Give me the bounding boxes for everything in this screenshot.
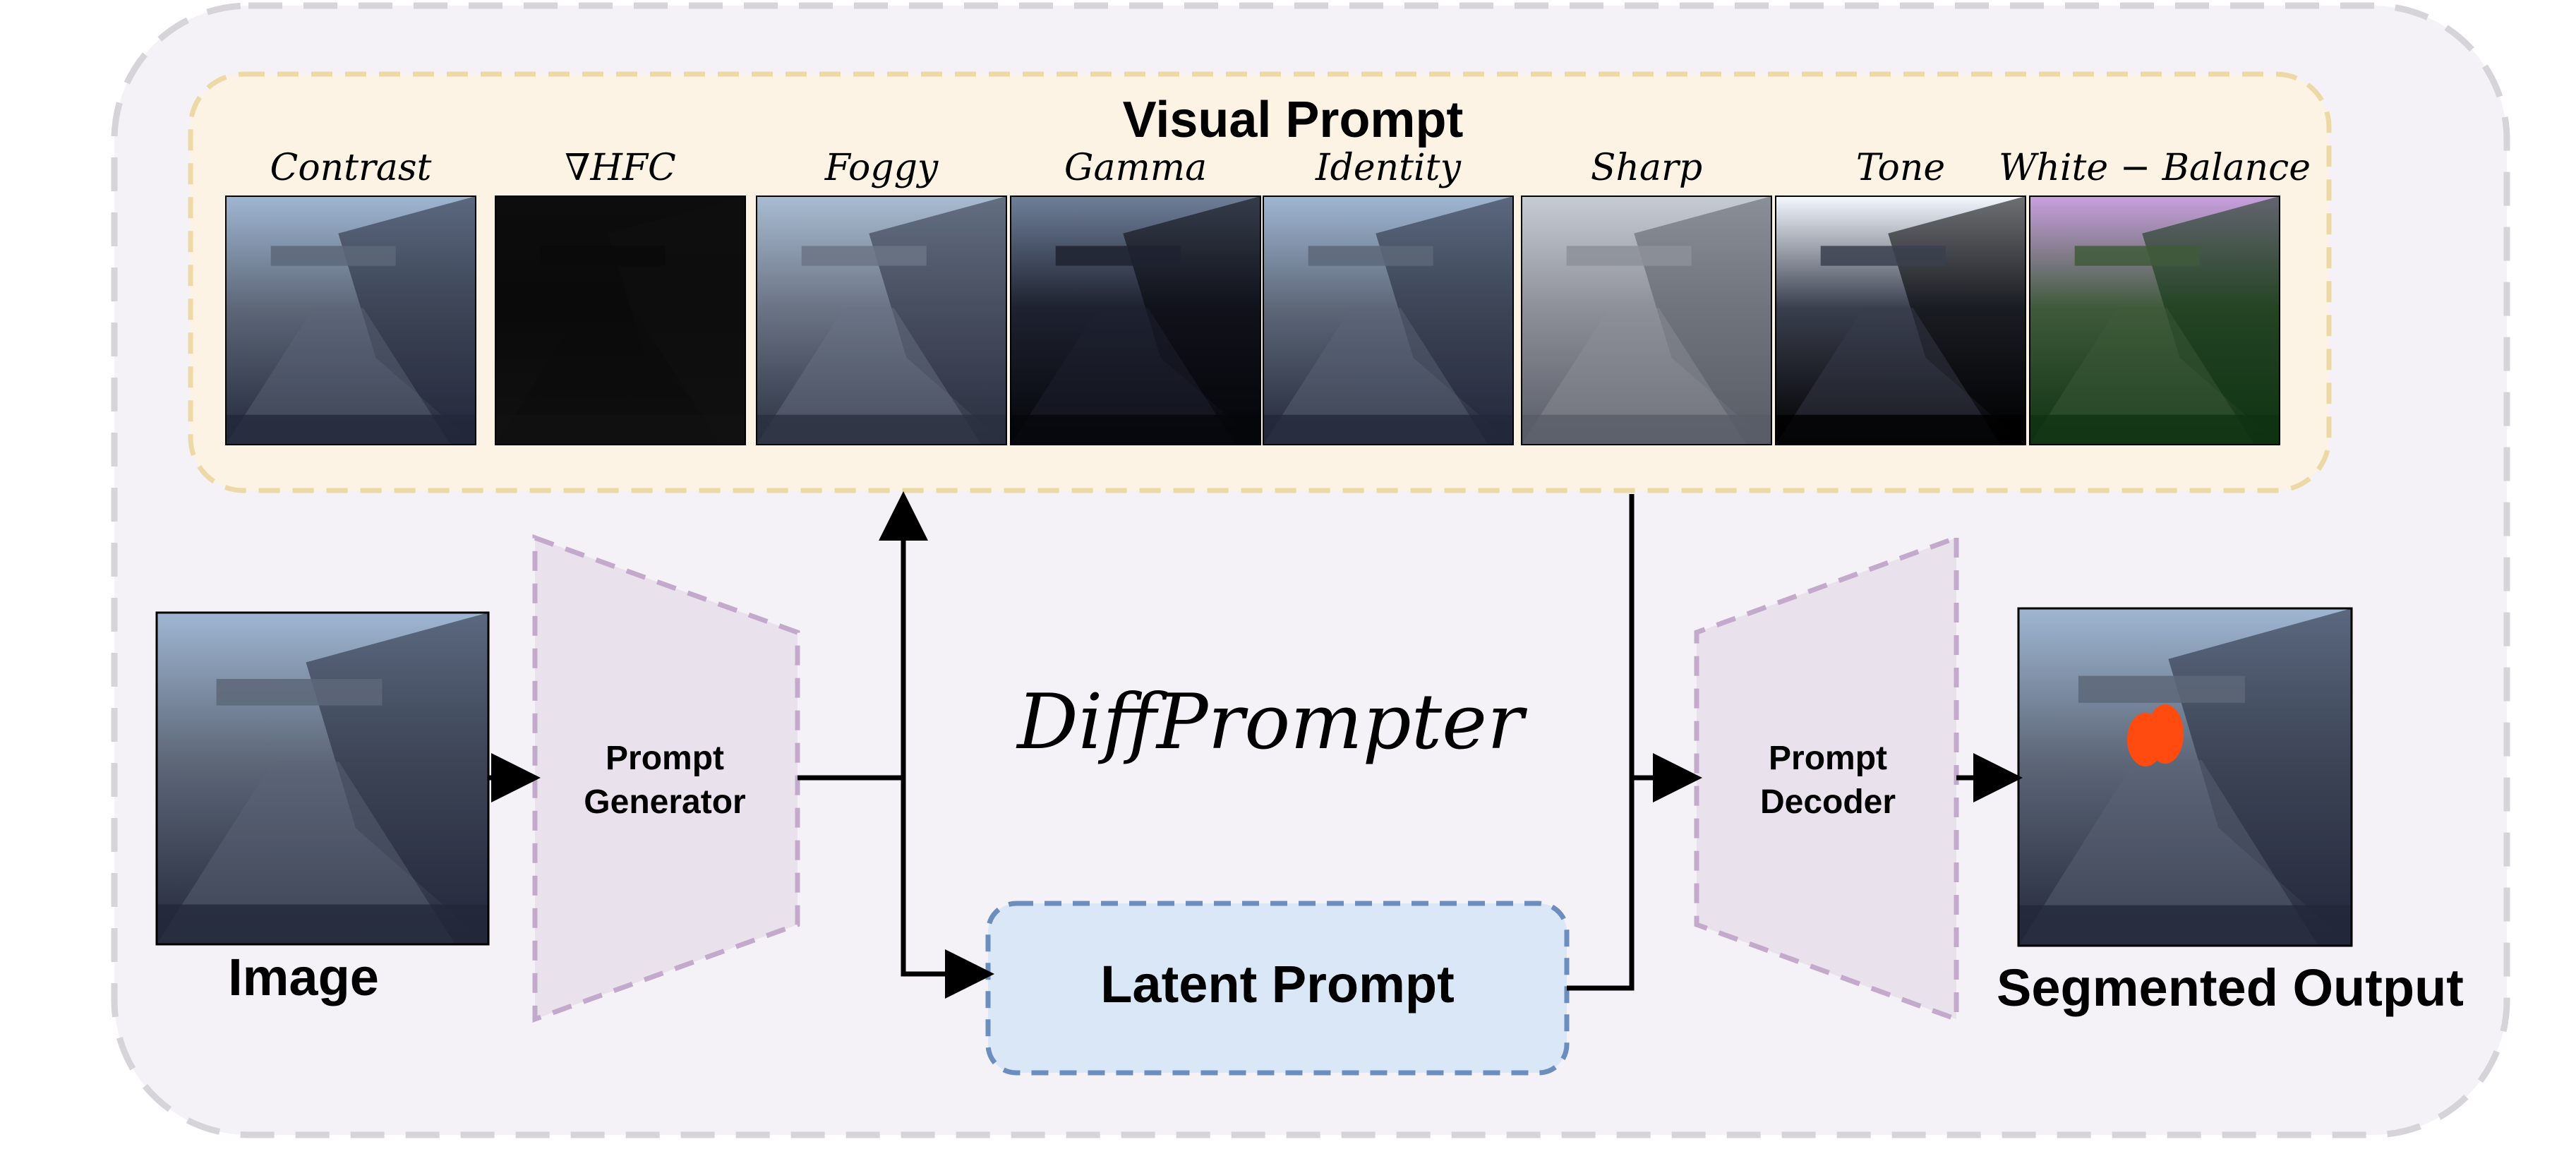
visual-prompt-label-3: Foggy <box>824 147 939 189</box>
visual-prompt-thumbnail-5-bridge <box>1308 246 1433 266</box>
visual-prompt-thumbnail-2-bridge <box>540 246 666 266</box>
visual-prompt-label-7: Tone <box>1856 147 1945 189</box>
visual-prompt-label-6: Sharp <box>1591 147 1702 189</box>
visual-prompt-label-4: Gamma <box>1064 147 1207 189</box>
visual-prompt-thumbnail-border-3 <box>756 195 1007 445</box>
segmented-output-scene <box>2018 608 2352 946</box>
visual-prompt-thumbnail-2-dashboard <box>495 414 745 445</box>
segmented-output-image <box>2017 607 2353 947</box>
visual-prompt-thumbnail-8-road <box>2030 308 2255 445</box>
visual-prompt-thumbnail-6-bridge <box>1566 246 1692 266</box>
visual-prompt-thumbnail-3 <box>757 196 1006 445</box>
visual-prompt-thumbnail-7-road <box>1776 308 2001 445</box>
visual-prompt-thumbnail-3-bridge <box>801 246 927 266</box>
arrow-latent-prompt-to-decoder <box>1567 778 1635 991</box>
visual-prompt-thumbnail-3-dashboard <box>757 414 1006 445</box>
connectors <box>488 491 2023 999</box>
method-name: DiffPrompter <box>1016 678 1527 766</box>
visual-prompt-thumbnail-8-dashboard <box>2030 414 2280 445</box>
input-image-scene-dashboard <box>157 904 488 944</box>
segmentation-mask-person-2 <box>2147 704 2184 764</box>
visual-prompt-thumbnail-5-dashboard <box>1263 414 1513 445</box>
visual-prompt-thumbnail-1-bridge <box>270 246 396 266</box>
visual-prompt-thumbnail-6-dashboard <box>1522 414 1771 445</box>
visual-prompt-thumbnail-7-dashboard <box>1776 414 2026 445</box>
visual-prompt-thumbnail-4 <box>1011 196 1260 445</box>
visual-prompt-thumbnail-1-dashboard <box>226 414 476 445</box>
visual-prompt-thumbnail-4-bridge <box>1055 246 1181 266</box>
visual-prompt-thumbnail-border-1 <box>225 195 476 445</box>
segmented-output-scene-dashboard <box>2018 905 2352 946</box>
visual-prompt-thumbnail-4-road <box>1011 308 1236 445</box>
visual-prompt-thumbnail-4-dashboard <box>1011 414 1260 445</box>
visual-prompt-thumbnail-7 <box>1776 196 2026 445</box>
prompt-generator-block <box>532 534 800 1023</box>
visual-prompt-thumbnail-6 <box>1522 196 1771 445</box>
visual-prompt-thumbnail-border-8 <box>2029 195 2280 445</box>
prompt-decoder-label-line2: Decoder <box>1760 783 1896 821</box>
segmented-output-scene-road <box>2018 760 2318 946</box>
visual-prompt-thumbnail-2-road <box>495 308 721 445</box>
visual-prompt-thumbnail-8-bridge <box>2074 246 2200 266</box>
visual-prompt-title: Visual Prompt <box>1123 92 1464 148</box>
input-image-scene-road <box>157 762 455 944</box>
arrow-generator-to-latent-prompt <box>901 778 994 999</box>
visual-prompt-thumbnail-border-4 <box>1010 195 1261 445</box>
visual-prompt-label-5: Identity <box>1315 147 1462 189</box>
prompt-decoder-label-line1: Prompt <box>1769 740 1887 777</box>
visual-prompt-thumbnail-border-7 <box>1775 195 2026 445</box>
visual-prompt-label-1: Contrast <box>270 147 432 189</box>
visual-prompt-thumbnail-2 <box>495 196 745 445</box>
visual-prompt-label-8: White − Balance <box>1999 147 2311 189</box>
segmented-output-label: Segmented Output <box>1997 958 2464 1017</box>
prompt-generator-label-line2: Generator <box>584 783 745 821</box>
visual-prompt-thumbnail-border-5 <box>1263 195 1514 445</box>
input-image-scene <box>157 613 488 944</box>
visual-prompt-thumbnail-3-road <box>757 308 982 445</box>
visual-prompt-thumbnails: Contrast ∇HFC Foggy Gamma Identity Sharp Tone W… <box>225 147 2311 445</box>
visual-prompt-thumbnail-1 <box>226 196 476 445</box>
input-image-scene-bridge <box>216 679 383 706</box>
visual-prompt-thumbnail-1-road <box>226 308 451 445</box>
visual-prompt-thumbnail-8 <box>2030 196 2280 445</box>
prompt-generator-label-line1: Prompt <box>606 740 724 777</box>
segmented-output-scene-bridge <box>2078 675 2245 703</box>
visual-prompt-label-2: ∇HFC <box>565 147 676 189</box>
prompt-decoder-block <box>1694 534 1959 1023</box>
input-image <box>155 611 490 946</box>
input-image-label: Image <box>228 948 379 1006</box>
visual-prompt-thumbnail-7-bridge <box>1820 246 1946 266</box>
visual-prompt-thumbnail-border-2 <box>495 195 746 445</box>
visual-prompt-thumbnail-5-road <box>1263 308 1488 445</box>
visual-prompt-thumbnail-6-road <box>1522 308 1747 445</box>
visual-prompt-thumbnail-border-6 <box>1521 195 1772 445</box>
visual-prompt-thumbnail-5 <box>1263 196 1513 445</box>
latent-prompt-label: Latent Prompt <box>1100 955 1455 1013</box>
